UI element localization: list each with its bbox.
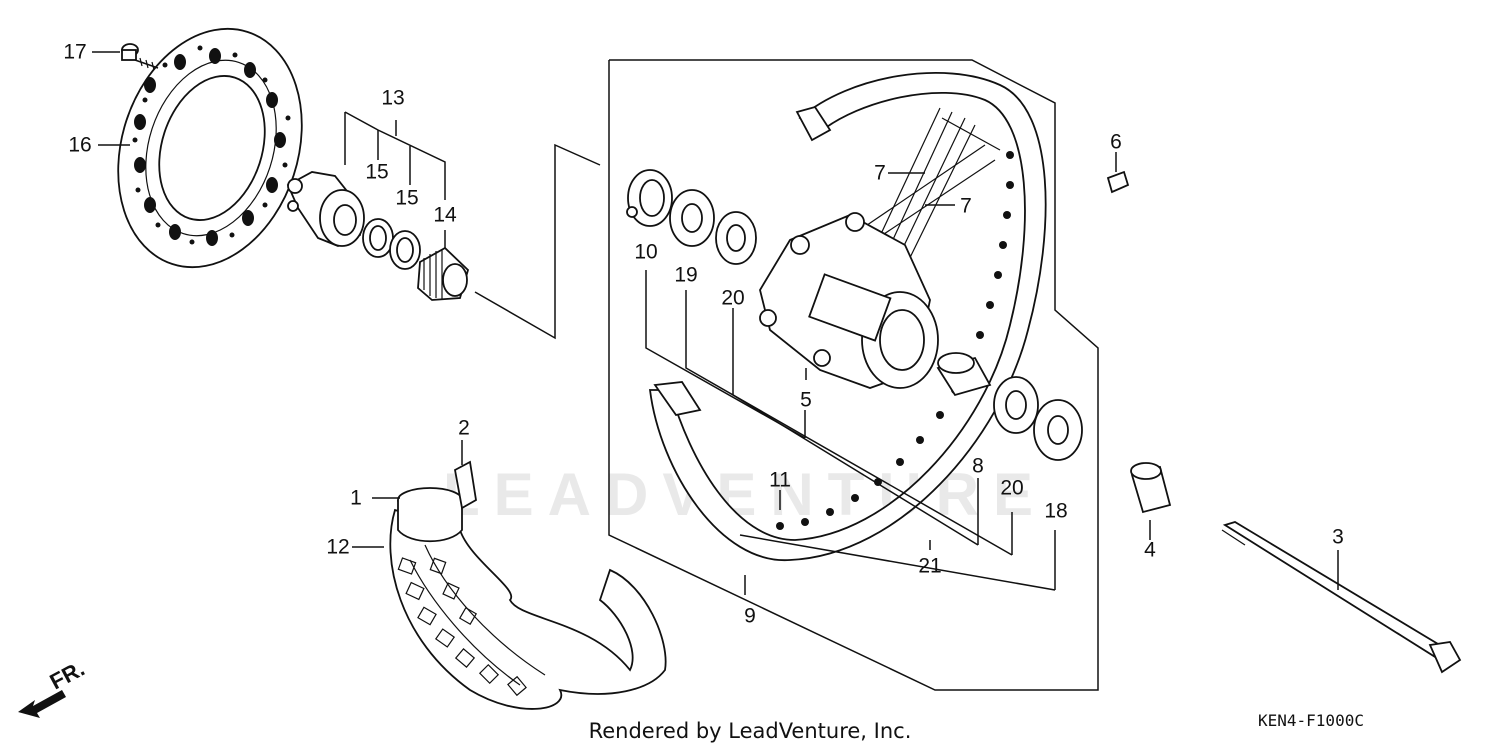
direction-label: FR. bbox=[46, 656, 89, 695]
footer-caption: Rendered by LeadVenture, Inc. bbox=[589, 719, 912, 743]
valve-cap[interactable] bbox=[1106, 170, 1130, 194]
callout-16: 16 bbox=[68, 134, 91, 157]
callout-10: 10 bbox=[634, 241, 657, 264]
callout-15b: 15 bbox=[395, 187, 418, 210]
callout-17: 17 bbox=[63, 41, 86, 64]
diagram-code: KEN4-F1000C bbox=[1258, 711, 1364, 730]
callout-7b: 7 bbox=[960, 195, 972, 218]
callout-20a: 20 bbox=[721, 287, 744, 310]
rim-band[interactable] bbox=[453, 460, 477, 510]
callout-21: 21 bbox=[918, 555, 941, 578]
hub-seal-right[interactable] bbox=[1033, 399, 1083, 461]
callout-18: 18 bbox=[1044, 500, 1067, 523]
axle-collar[interactable] bbox=[1130, 462, 1172, 514]
callout-2: 2 bbox=[458, 417, 470, 440]
front-direction-indicator: FR. bbox=[18, 656, 89, 718]
watermark-text: LEADVENTURE bbox=[443, 461, 1047, 528]
callout-9: 9 bbox=[744, 605, 756, 628]
speedometer-gearbox[interactable] bbox=[286, 171, 365, 247]
callout-5: 5 bbox=[800, 389, 812, 412]
callout-6: 6 bbox=[1110, 131, 1122, 154]
callout-12: 12 bbox=[326, 536, 349, 559]
hub-bearing-left[interactable] bbox=[715, 211, 757, 265]
hub-bearing-right[interactable] bbox=[993, 376, 1039, 434]
callout-20b: 20 bbox=[1000, 477, 1023, 500]
brake-disc[interactable] bbox=[89, 5, 332, 291]
callout-11: 11 bbox=[769, 469, 791, 492]
inner-tube[interactable] bbox=[397, 487, 463, 543]
callout-3: 3 bbox=[1332, 526, 1344, 549]
gearbox-seal-a[interactable] bbox=[362, 218, 394, 258]
wheel-hub[interactable] bbox=[759, 212, 939, 389]
callout-7a: 7 bbox=[874, 162, 886, 185]
distance-collar[interactable] bbox=[936, 352, 992, 397]
disc-bolt[interactable] bbox=[121, 43, 159, 71]
callout-1: 1 bbox=[350, 487, 362, 510]
callout-8: 8 bbox=[972, 455, 984, 478]
tire[interactable] bbox=[389, 508, 667, 710]
hub-bearing-left-outer[interactable] bbox=[669, 189, 715, 247]
gearbox-retainer[interactable] bbox=[417, 246, 470, 301]
callout-4: 4 bbox=[1144, 539, 1156, 562]
gearbox-seal-b[interactable] bbox=[389, 230, 421, 270]
arrow-icon bbox=[18, 690, 66, 718]
front-axle[interactable] bbox=[1221, 521, 1462, 674]
rim[interactable] bbox=[648, 71, 1047, 561]
callout-15a: 15 bbox=[365, 161, 388, 184]
dust-seal[interactable] bbox=[626, 169, 673, 227]
callout-13: 13 bbox=[381, 87, 404, 110]
callout-14: 14 bbox=[433, 204, 457, 227]
callout-19: 19 bbox=[674, 264, 697, 287]
